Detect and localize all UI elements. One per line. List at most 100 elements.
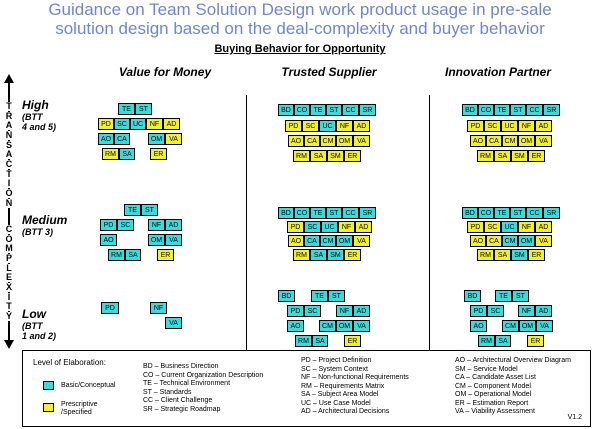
work-product-va: VA [353, 320, 370, 332]
row-label-high: High (BTT 4 and 5) [22, 98, 56, 132]
work-product-bd: BD [278, 104, 294, 116]
work-product-om: OM [518, 135, 535, 147]
axis-arrow-down-icon [4, 340, 14, 349]
work-product-cc: CC [342, 104, 359, 116]
legend-definition: BD – Business Direction [143, 363, 219, 370]
work-product-te: TE [310, 104, 326, 116]
axis-letter: T [0, 102, 18, 111]
axis-letter: I [0, 293, 18, 302]
work-product-co: CO [478, 104, 494, 116]
work-product-va: VA [165, 133, 182, 145]
axis-letter: M [0, 244, 18, 253]
work-product-va: VA [535, 235, 552, 247]
work-product-ao: AO [288, 135, 304, 147]
row-label-low: Low (BTT 1 and 2) [22, 307, 56, 341]
legend-definition: SR – Strategic Roadmap [143, 405, 221, 413]
work-product-ca: CA [304, 235, 320, 247]
row-label-sub: 1 and 2) [22, 331, 57, 341]
axis-letter: E [0, 273, 18, 282]
legend-title: Level of Elaboration: [33, 358, 106, 367]
work-product-ad: AD [165, 219, 182, 231]
work-product-sc: SC [304, 305, 321, 317]
legend-definition: AO – Architectural Overview Diagram [455, 357, 571, 364]
work-product-om: OM [336, 320, 353, 332]
work-product-ad: AD [163, 118, 180, 130]
work-product-sc: SC [484, 221, 501, 233]
work-product-cm: CM [502, 235, 518, 247]
work-product-te: TE [118, 103, 135, 115]
work-product-sc: SC [117, 219, 134, 231]
legend-definition: NF – Non-functional Requirements [301, 374, 409, 381]
work-product-om: OM [336, 135, 353, 147]
work-product-nf: NF [518, 120, 535, 132]
work-product-st: ST [326, 207, 342, 219]
work-product-ao: AO [470, 320, 487, 332]
legend-definition: SA – Subject Area Model [301, 391, 379, 398]
row-label-main: Low [22, 307, 46, 321]
work-product-nf: NF [148, 219, 165, 231]
page-title: Guidance on Team Solution Design work pr… [0, 0, 600, 38]
work-product-rm: RM [293, 249, 310, 261]
row-label-medium: Medium (BTT 3) [22, 213, 67, 237]
work-product-cc: CC [342, 207, 359, 219]
work-product-te: TE [124, 204, 141, 216]
column-header-value-for-money: Value for Money [118, 65, 212, 79]
axis-letter: L [0, 264, 18, 273]
work-product-sr: SR [359, 104, 376, 116]
work-product-nf: NF [518, 221, 535, 233]
work-product-rm: RM [477, 249, 494, 261]
row-label-sub: (BTT [22, 321, 43, 331]
work-product-ao: AO [98, 133, 114, 145]
work-product-st: ST [510, 207, 526, 219]
work-product-sm: SM [511, 249, 528, 261]
work-product-pd: PD [287, 305, 304, 317]
axis-letter: A [0, 150, 18, 159]
work-product-st: ST [512, 290, 529, 302]
legend-label-line: Prescriptive [61, 401, 98, 408]
work-product-te: TE [494, 104, 510, 116]
legend-label-basic: Basic/Conceptual [61, 382, 116, 389]
legend-swatch-basic [43, 381, 54, 390]
axis-letter: N [0, 199, 18, 208]
work-product-sc: SC [302, 120, 319, 132]
work-product-cm: CM [502, 320, 519, 332]
legend-swatch-prescriptive [43, 403, 54, 412]
work-product-va: VA [353, 135, 370, 147]
axis-letter: X [0, 283, 18, 292]
work-product-cc: CC [526, 207, 543, 219]
work-product-ao: AO [288, 235, 304, 247]
legend-definition: CO – Current Organization Description [143, 371, 264, 379]
work-product-er: ER [527, 335, 544, 347]
work-product-sa: SA [494, 249, 511, 261]
legend-label-prescriptive: Prescriptive /Specified [61, 401, 98, 417]
work-product-sr: SR [359, 207, 376, 219]
work-product-pd: PD [470, 305, 487, 317]
legend-definition: OM – Operational Model [455, 391, 532, 398]
work-product-ao: AO [470, 235, 486, 247]
work-product-om: OM [336, 235, 353, 247]
work-product-ca: CA [304, 135, 320, 147]
work-product-uc: UC [319, 120, 336, 132]
work-product-va: VA [535, 135, 552, 147]
axis-letter: T [0, 302, 18, 311]
work-product-st: ST [326, 104, 342, 116]
work-product-bd: BD [278, 207, 294, 219]
work-product-rm: RM [293, 150, 310, 162]
work-product-co: CO [294, 207, 310, 219]
axis-letter: R [0, 112, 18, 121]
legend-label-line: /Specified [61, 409, 92, 416]
row-label-main: Medium [22, 213, 68, 227]
work-product-uc: UC [130, 118, 146, 130]
work-product-bd: BD [462, 104, 478, 116]
work-product-nf: NF [338, 221, 355, 233]
work-product-sa: SA [119, 148, 135, 160]
work-product-sa: SA [494, 150, 511, 162]
work-product-sa: SA [125, 249, 141, 261]
work-product-ad: AD [535, 120, 552, 132]
axis-letter: S [0, 141, 18, 150]
work-product-om: OM [148, 133, 165, 145]
work-product-sa: SA [495, 335, 511, 347]
axis-letter: O [0, 235, 18, 244]
row-label-sub: 4 and 5) [22, 122, 57, 132]
